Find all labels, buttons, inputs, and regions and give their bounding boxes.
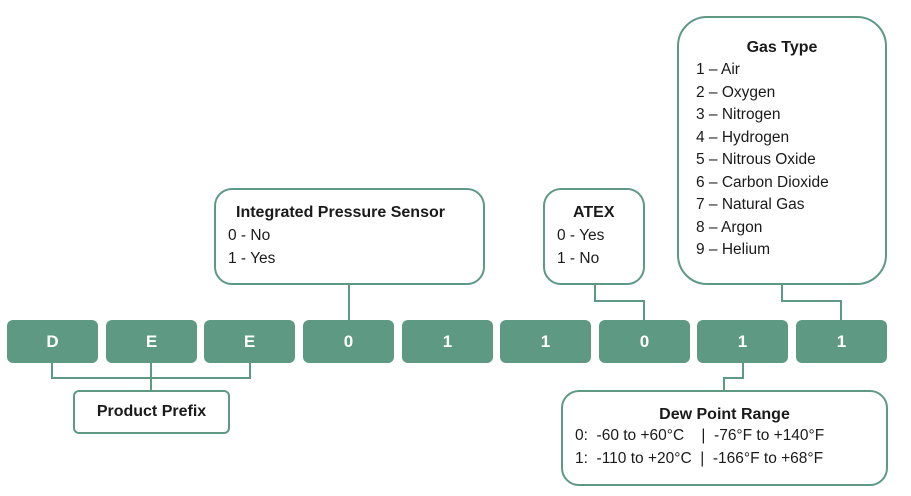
code-segment-9: 1 bbox=[796, 320, 887, 363]
code-segment-7: 0 bbox=[599, 320, 690, 363]
gas-type-option: 6 – Carbon Dioxide bbox=[696, 173, 829, 191]
dew-point-option: 0: -60 to +60°C | -76°F to +140°F bbox=[575, 427, 825, 444]
gas-type-title: Gas Type bbox=[746, 39, 818, 56]
dew-connector bbox=[723, 363, 744, 390]
dew-point-range-callout: Dew Point Range 0: -60 to +60°C | -76°F … bbox=[561, 390, 888, 486]
code-segment-3: E bbox=[204, 320, 295, 363]
gas-type-callout: Gas Type 1 – Air 2 – Oxygen 3 – Nitrogen… bbox=[677, 16, 887, 285]
gas-type-option: 1 – Air bbox=[696, 61, 740, 78]
pressure-option: 1 - Yes bbox=[228, 249, 276, 267]
integrated-pressure-sensor-callout: Integrated Pressure Sensor 0 - No 1 - Ye… bbox=[214, 188, 485, 285]
atex-title: ATEX bbox=[573, 204, 615, 221]
gas-type-option: 5 – Nitrous Oxide bbox=[696, 151, 816, 168]
code-segment-2: E bbox=[106, 320, 197, 363]
gas-type-option: 4 – Hydrogen bbox=[696, 128, 790, 146]
product-prefix-callout: Product Prefix bbox=[73, 390, 230, 434]
atex-option: 0 - Yes bbox=[557, 227, 605, 244]
code-segment-5: 1 bbox=[402, 320, 493, 363]
code-segment-6: 1 bbox=[500, 320, 591, 363]
code-segment-1: D bbox=[7, 320, 98, 363]
atex-callout: ATEX 0 - Yes 1 - No bbox=[543, 188, 645, 285]
code-segment-4: 0 bbox=[303, 320, 394, 363]
gas-connector bbox=[781, 285, 842, 320]
gas-type-option: 7 – Natural Gas bbox=[696, 196, 805, 213]
code-segment-8: 1 bbox=[697, 320, 788, 363]
atex-connector bbox=[594, 285, 645, 320]
gas-type-option: 9 – Helium bbox=[696, 241, 771, 258]
gas-type-option: 2 – Oxygen bbox=[696, 83, 776, 101]
gas-type-option: 3 – Nitrogen bbox=[696, 106, 781, 123]
dew-point-option: 1: -110 to +20°C | -166°F to +68°F bbox=[575, 449, 824, 467]
integrated-pressure-sensor-title: Integrated Pressure Sensor bbox=[236, 204, 445, 221]
gas-type-option: 8 – Argon bbox=[696, 218, 763, 236]
dew-point-range-title: Dew Point Range bbox=[659, 406, 790, 423]
product-prefix-title: Product Prefix bbox=[96, 403, 207, 420]
pressure-option: 0 - No bbox=[228, 227, 271, 244]
atex-option: 1 - No bbox=[557, 249, 600, 267]
